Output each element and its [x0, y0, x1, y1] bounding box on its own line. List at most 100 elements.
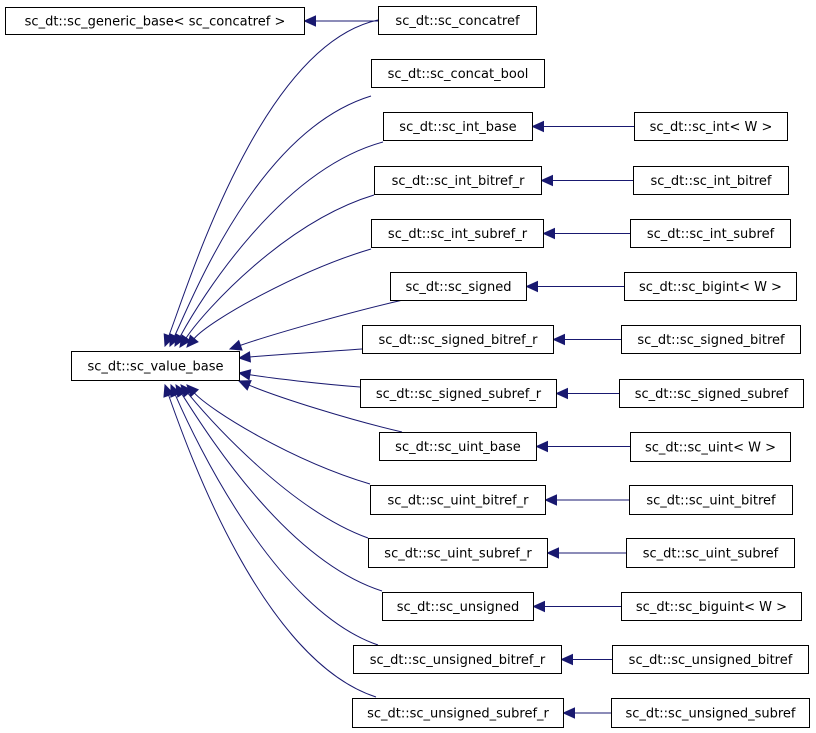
- class-node-box[interactable]: [378, 6, 537, 35]
- inheritance-edge-sbt-to-sbr: [552, 333, 622, 346]
- class-node-ib[interactable]: sc_dt::sc_int_base: [383, 112, 533, 141]
- nodes-layer: sc_dt::sc_generic_base< sc_concatref >sc…: [5, 6, 810, 728]
- class-node-label[interactable]: sc_dt::sc_int_base: [399, 120, 516, 135]
- class-node-label[interactable]: sc_dt::sc_signed_subref: [635, 387, 789, 402]
- class-node-vb[interactable]: sc_dt::sc_value_base: [71, 351, 240, 381]
- class-node-unbt[interactable]: sc_dt::sc_unsigned_bitref: [612, 645, 809, 674]
- class-node-label[interactable]: sc_dt::sc_uint_subref: [643, 547, 779, 562]
- class-node-label[interactable]: sc_dt::sc_bigint< W >: [639, 280, 782, 295]
- class-node-box[interactable]: [71, 351, 240, 381]
- class-node-box[interactable]: [612, 645, 809, 674]
- inheritance-edge-sst-to-ssr: [555, 387, 620, 400]
- class-node-box[interactable]: [371, 59, 545, 88]
- class-node-box[interactable]: [352, 698, 564, 728]
- class-node-label[interactable]: sc_dt::sc_signed_bitref: [637, 333, 785, 348]
- class-node-ibt[interactable]: sc_dt::sc_int_bitref: [633, 166, 789, 195]
- class-node-label[interactable]: sc_dt::sc_concat_bool: [388, 67, 529, 82]
- class-node-label[interactable]: sc_dt::sc_uint_base: [395, 440, 521, 455]
- inheritance-edge-ubt-to-ubr: [544, 494, 630, 506]
- class-node-ubr[interactable]: sc_dt::sc_uint_bitref_r: [370, 485, 546, 515]
- edge-line: [174, 95, 372, 337]
- class-node-ubt[interactable]: sc_dt::sc_uint_bitref: [629, 485, 793, 515]
- class-node-label[interactable]: sc_dt::sc_int< W >: [650, 120, 773, 135]
- class-node-label[interactable]: sc_dt::sc_int_subref_r: [388, 227, 528, 242]
- class-node-label[interactable]: sc_dt::sc_value_base: [88, 360, 224, 375]
- class-node-label[interactable]: sc_dt::sc_int_bitref: [651, 174, 772, 189]
- class-node-label[interactable]: sc_dt::sc_uint< W >: [645, 441, 776, 456]
- class-node-usr[interactable]: sc_dt::sc_uint_subref_r: [368, 538, 548, 568]
- class-node-label[interactable]: sc_dt::sc_generic_base< sc_concatref >: [25, 15, 286, 30]
- class-node-sst[interactable]: sc_dt::sc_signed_subref: [619, 379, 804, 408]
- inheritance-edge-unsr-to-vb: [163, 383, 377, 698]
- class-node-box[interactable]: [371, 219, 544, 248]
- class-node-box[interactable]: [630, 219, 791, 248]
- class-node-label[interactable]: sc_dt::sc_biguint< W >: [636, 600, 787, 615]
- class-node-box[interactable]: [630, 432, 791, 462]
- class-node-ust[interactable]: sc_dt::sc_uint_subref: [626, 538, 795, 568]
- class-node-sbt[interactable]: sc_dt::sc_signed_bitref: [621, 325, 801, 354]
- edge-line: [179, 141, 384, 337]
- class-node-label[interactable]: sc_dt::sc_concatref: [395, 14, 520, 29]
- class-node-box[interactable]: [621, 592, 802, 621]
- class-node-label[interactable]: sc_dt::sc_uint_bitref: [646, 494, 776, 509]
- inheritance-edge-ibt-to-ibr: [540, 174, 634, 187]
- class-node-unst[interactable]: sc_dt::sc_unsigned_subref: [611, 698, 810, 728]
- class-node-box[interactable]: [382, 592, 534, 621]
- class-node-ist[interactable]: sc_dt::sc_int_subref: [630, 219, 791, 248]
- class-node-label[interactable]: sc_dt::sc_unsigned: [397, 600, 520, 615]
- class-node-us[interactable]: sc_dt::sc_unsigned: [382, 592, 534, 621]
- class-node-label[interactable]: sc_dt::sc_signed: [405, 280, 511, 295]
- edge-arrowhead: [532, 600, 545, 613]
- class-node-bu[interactable]: sc_dt::sc_biguint< W >: [621, 592, 802, 621]
- class-node-unbr[interactable]: sc_dt::sc_unsigned_bitref_r: [353, 645, 562, 674]
- class-node-box[interactable]: [5, 7, 305, 35]
- class-node-unsr[interactable]: sc_dt::sc_unsigned_subref_r: [352, 698, 564, 728]
- class-node-label[interactable]: sc_dt::sc_unsigned_subref: [626, 707, 796, 722]
- class-node-cr[interactable]: sc_dt::sc_concatref: [378, 6, 537, 35]
- class-node-box[interactable]: [362, 325, 554, 354]
- class-node-box[interactable]: [629, 485, 793, 515]
- class-node-box[interactable]: [370, 485, 546, 515]
- class-node-box[interactable]: [368, 538, 548, 568]
- class-node-cb[interactable]: sc_dt::sc_concat_bool: [371, 59, 545, 88]
- class-node-box[interactable]: [374, 166, 542, 195]
- class-node-box[interactable]: [624, 272, 797, 301]
- class-node-sbr[interactable]: sc_dt::sc_signed_bitref_r: [362, 325, 554, 354]
- class-node-ssr[interactable]: sc_dt::sc_signed_subref_r: [360, 379, 557, 408]
- class-node-box[interactable]: [611, 698, 810, 728]
- class-node-box[interactable]: [634, 112, 788, 141]
- class-node-bi[interactable]: sc_dt::sc_bigint< W >: [624, 272, 797, 301]
- edge-arrowhead: [562, 707, 575, 719]
- class-node-gb[interactable]: sc_dt::sc_generic_base< sc_concatref >: [5, 7, 305, 35]
- class-node-box[interactable]: [633, 166, 789, 195]
- class-node-label[interactable]: sc_dt::sc_int_subref: [647, 227, 775, 242]
- class-node-box[interactable]: [626, 538, 795, 568]
- class-node-box[interactable]: [621, 325, 801, 354]
- class-node-label[interactable]: sc_dt::sc_unsigned_bitref_r: [370, 653, 546, 668]
- class-node-box[interactable]: [383, 112, 533, 141]
- class-node-label[interactable]: sc_dt::sc_signed_bitref_r: [378, 333, 538, 348]
- class-node-label[interactable]: sc_dt::sc_int_bitref_r: [392, 174, 525, 189]
- class-node-label[interactable]: sc_dt::sc_signed_subref_r: [376, 387, 542, 402]
- class-node-sg[interactable]: sc_dt::sc_signed: [390, 272, 527, 301]
- class-node-uw[interactable]: sc_dt::sc_uint< W >: [630, 432, 791, 462]
- edge-arrowhead: [552, 333, 565, 346]
- edge-arrowhead: [542, 227, 555, 240]
- class-node-label[interactable]: sc_dt::sc_uint_bitref_r: [387, 494, 529, 509]
- class-node-ibr[interactable]: sc_dt::sc_int_bitref_r: [374, 166, 542, 195]
- class-node-isr[interactable]: sc_dt::sc_int_subref_r: [371, 219, 544, 248]
- class-node-label[interactable]: sc_dt::sc_unsigned_bitref: [629, 653, 793, 668]
- class-node-label[interactable]: sc_dt::sc_uint_subref_r: [384, 547, 532, 562]
- edge-line: [168, 19, 379, 336]
- class-node-box[interactable]: [379, 432, 537, 461]
- edge-line: [168, 395, 377, 698]
- class-node-label[interactable]: sc_dt::sc_unsigned_subref_r: [367, 707, 549, 722]
- inheritance-edge-bi-to-sg: [525, 280, 625, 293]
- class-node-ub[interactable]: sc_dt::sc_uint_base: [379, 432, 537, 461]
- class-node-box[interactable]: [390, 272, 527, 301]
- class-node-iw[interactable]: sc_dt::sc_int< W >: [634, 112, 788, 141]
- class-node-box[interactable]: [353, 645, 562, 674]
- edge-arrowhead: [174, 333, 186, 348]
- class-node-box[interactable]: [360, 379, 557, 408]
- class-node-box[interactable]: [619, 379, 804, 408]
